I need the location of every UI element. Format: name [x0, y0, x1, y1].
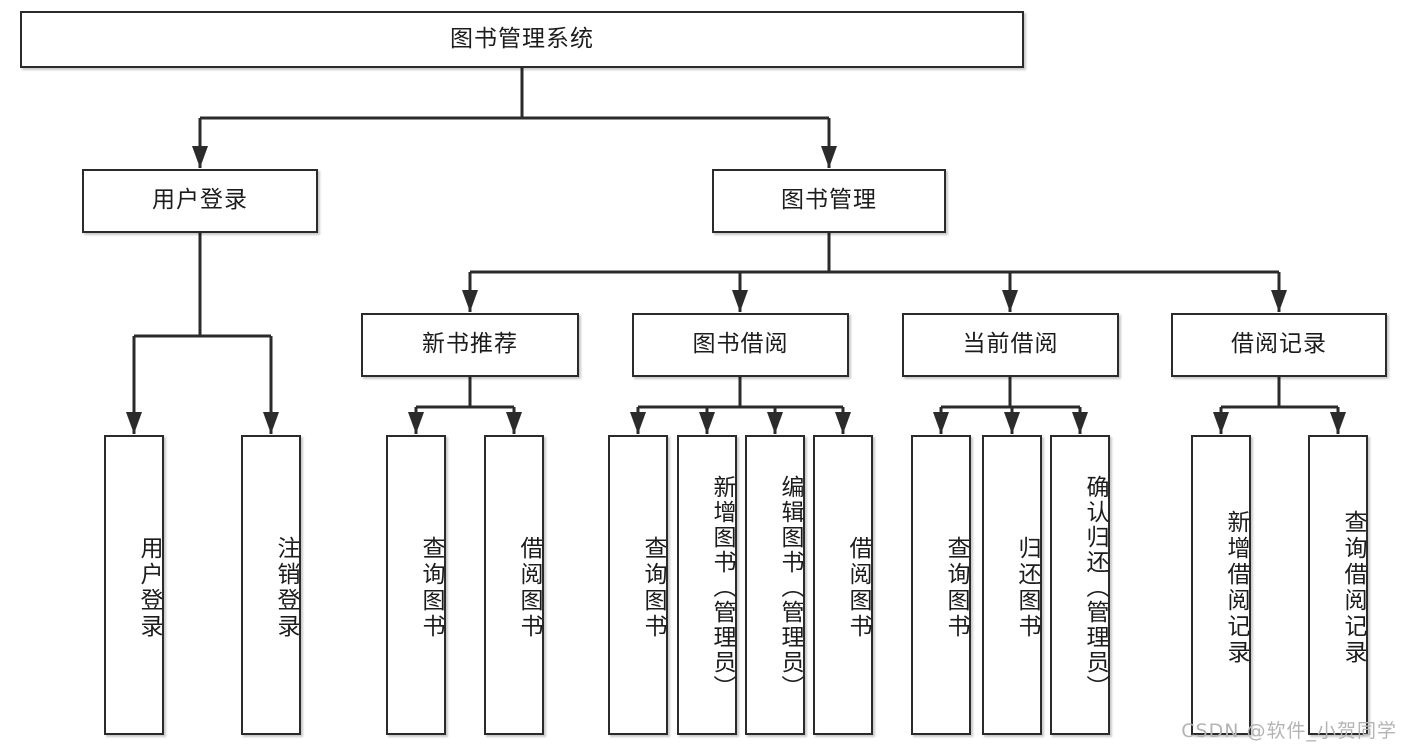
node-label: 借阅图书: [516, 536, 542, 640]
node-label: 图书借阅: [692, 331, 789, 358]
node-label: 查询借阅记录: [1340, 510, 1366, 666]
node-current-borrow[interactable]: 当前借阅: [902, 313, 1119, 377]
node-label: 图书管理系统: [450, 25, 594, 52]
node-leaf-edit-book-admin[interactable]: 编辑图书（管理员）: [745, 435, 805, 735]
node-label: 新书推荐: [422, 331, 518, 358]
node-leaf-query-book-recommend[interactable]: 查询图书: [386, 435, 446, 735]
node-book-borrow[interactable]: 图书借阅: [632, 313, 849, 377]
node-label: 图书管理: [781, 187, 877, 214]
node-borrow-record[interactable]: 借阅记录: [1171, 313, 1387, 377]
node-leaf-user-login[interactable]: 用户登录: [104, 435, 164, 735]
node-book-management[interactable]: 图书管理: [712, 169, 946, 233]
node-label: 新增图书（管理员）: [709, 474, 735, 700]
node-label: 查询图书: [640, 536, 666, 640]
node-leaf-query-borrow-record[interactable]: 查询借阅记录: [1308, 435, 1368, 735]
node-label: 用户登录: [152, 187, 248, 214]
node-label: 注销登录: [273, 536, 299, 640]
node-leaf-add-book-admin[interactable]: 新增图书（管理员）: [677, 435, 737, 735]
node-label: 归还图书: [1014, 536, 1040, 640]
node-label: 当前借阅: [962, 331, 1059, 358]
node-label: 借阅图书: [845, 536, 871, 640]
node-label: 新增借阅记录: [1223, 510, 1249, 666]
node-leaf-logout[interactable]: 注销登录: [241, 435, 301, 735]
node-label: 确认归还（管理员）: [1082, 474, 1108, 700]
node-label: 编辑图书（管理员）: [777, 474, 803, 700]
node-leaf-query-book-borrow[interactable]: 查询图书: [608, 435, 668, 735]
node-label: 用户登录: [136, 536, 162, 640]
node-leaf-confirm-return-admin[interactable]: 确认归还（管理员）: [1050, 435, 1110, 735]
node-label: 查询图书: [943, 536, 969, 640]
node-leaf-query-book-current[interactable]: 查询图书: [911, 435, 971, 735]
node-root-system[interactable]: 图书管理系统: [20, 11, 1024, 68]
csdn-watermark: CSDN @软件_小贺同学: [1181, 720, 1397, 742]
node-user-login[interactable]: 用户登录: [82, 169, 318, 233]
node-leaf-borrow-book[interactable]: 借阅图书: [813, 435, 873, 735]
node-label: 查询图书: [418, 536, 444, 640]
node-leaf-add-borrow-record[interactable]: 新增借阅记录: [1191, 435, 1251, 735]
node-leaf-return-book[interactable]: 归还图书: [982, 435, 1042, 735]
node-new-book-recommend[interactable]: 新书推荐: [361, 313, 579, 377]
node-label: 借阅记录: [1231, 331, 1327, 358]
node-leaf-borrow-book-recommend[interactable]: 借阅图书: [484, 435, 544, 735]
